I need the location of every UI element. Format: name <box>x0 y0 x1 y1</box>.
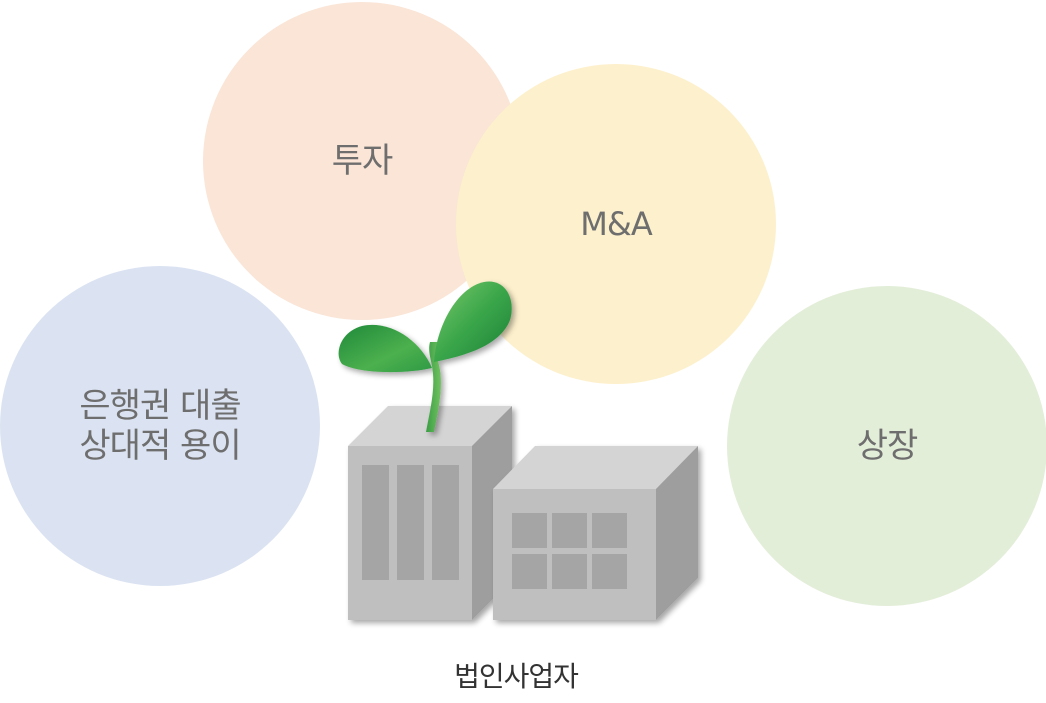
sprout-icon <box>338 281 512 432</box>
bank-loan-line-1: 은행권 대출 <box>79 386 241 426</box>
listing-bubble: 상장 <box>727 286 1046 606</box>
business-caption-text: 법인사업자 <box>454 660 579 693</box>
business-caption: 법인사업자 <box>0 655 1030 695</box>
tall-building-icon <box>348 406 512 620</box>
business-illustration <box>338 281 698 620</box>
invest-label: 투자 <box>331 141 394 181</box>
listing-label: 상장 <box>856 426 919 466</box>
bank-loan-bubble: 은행권 대출 상대적 용이 <box>0 266 320 586</box>
ma-bubble: M&A <box>456 64 776 384</box>
bank-loan-label: 은행권 대출 상대적 용이 <box>79 386 241 466</box>
wide-building-icon <box>493 446 698 620</box>
ma-label: M&A <box>580 205 652 243</box>
bank-loan-line-2: 상대적 용이 <box>79 426 241 466</box>
